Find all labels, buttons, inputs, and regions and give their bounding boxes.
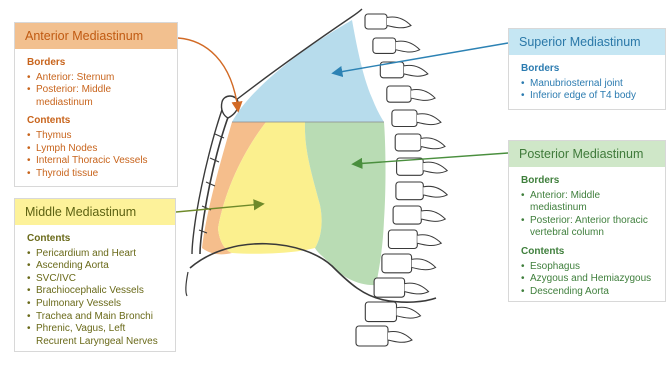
- spinous-process: [404, 65, 428, 76]
- list-item: Pulmonary Vessels: [27, 298, 165, 311]
- list-item: Phrenic, Vagus, Left Recurent Laryngeal …: [27, 323, 165, 348]
- anterior-borders-heading: Borders: [27, 57, 167, 70]
- list-item: Anterior: Sternum: [27, 72, 167, 85]
- posterior-borders-list: Anterior: Middle mediastinum Posterior: …: [521, 190, 655, 240]
- spinous-process: [405, 283, 429, 294]
- vertebra: [387, 86, 411, 102]
- superior-mediastinum-region: [232, 20, 384, 122]
- anterior-mediastinum-title: Anterior Mediastinum: [15, 23, 177, 49]
- spinous-process: [423, 186, 447, 197]
- vertebra: [393, 206, 421, 224]
- middle-mediastinum-title: Middle Mediastinum: [15, 199, 175, 225]
- anterior-mediastinum-card: Anterior Mediastinum Borders Anterior: S…: [14, 22, 178, 187]
- vertebra: [356, 326, 388, 346]
- spinous-process: [423, 162, 447, 173]
- posterior-contents-heading: Contents: [521, 246, 655, 259]
- list-item: Ascending Aorta: [27, 260, 165, 273]
- posterior-mediastinum-title: Posterior Mediastinum: [509, 141, 665, 167]
- list-item: Pericardium and Heart: [27, 248, 165, 261]
- spinous-process: [417, 114, 441, 125]
- list-item: Thyroid tissue: [27, 168, 167, 181]
- list-item: Thymus: [27, 130, 167, 143]
- vertebra: [365, 302, 396, 322]
- list-item: SVC/IVC: [27, 273, 165, 286]
- list-item: Azygous and Hemiazygous: [521, 273, 655, 286]
- superior-mediastinum-card: Superior Mediastinum Borders Manubrioste…: [508, 28, 666, 110]
- list-item: Trachea and Main Bronchi: [27, 311, 165, 324]
- anterior-contents-heading: Contents: [27, 115, 167, 128]
- list-item: Inferior edge of T4 body: [521, 90, 655, 103]
- spinous-process: [421, 211, 445, 222]
- vertebra: [382, 254, 412, 273]
- vertebra: [373, 38, 396, 53]
- posterior-borders-heading: Borders: [521, 175, 655, 188]
- vertebra: [374, 278, 405, 297]
- posterior-contents-list: Esophagus Azygous and Hemiazygous Descen…: [521, 261, 655, 299]
- spinous-process: [397, 307, 421, 318]
- superior-borders-heading: Borders: [521, 63, 655, 76]
- list-item: Brachiocephalic Vessels: [27, 285, 165, 298]
- superior-borders-list: Manubriosternal joint Inferior edge of T…: [521, 78, 655, 103]
- middle-contents-heading: Contents: [27, 233, 165, 246]
- list-item: Posterior: Middle mediastinum: [27, 84, 167, 109]
- spinous-process: [387, 17, 411, 28]
- list-item: Descending Aorta: [521, 286, 655, 299]
- list-item: Lymph Nodes: [27, 143, 167, 156]
- spinous-process: [417, 235, 441, 246]
- middle-mediastinum-card: Middle Mediastinum Contents Pericardium …: [14, 198, 176, 352]
- list-item: Internal Thoracic Vessels: [27, 155, 167, 168]
- spinous-process: [412, 259, 436, 270]
- vertebra: [395, 134, 421, 151]
- spinous-process: [388, 331, 412, 342]
- vertebra: [396, 182, 423, 200]
- list-item: Posterior: Anterior thoracic vertebral c…: [521, 215, 655, 240]
- spinous-process: [396, 41, 420, 52]
- spinous-process: [421, 138, 445, 149]
- list-item: Esophagus: [521, 261, 655, 274]
- superior-mediastinum-title: Superior Mediastinum: [509, 29, 665, 55]
- anterior-borders-list: Anterior: Sternum Posterior: Middle medi…: [27, 72, 167, 110]
- vertebra: [392, 110, 417, 127]
- spinous-process: [411, 90, 435, 101]
- middle-contents-list: Pericardium and Heart Ascending Aorta SV…: [27, 248, 165, 349]
- anterior-contents-list: Thymus Lymph Nodes Internal Thoracic Ves…: [27, 130, 167, 180]
- list-item: Manubriosternal joint: [521, 78, 655, 91]
- vertebra: [388, 230, 417, 249]
- list-item: Anterior: Middle mediastinum: [521, 190, 655, 215]
- posterior-mediastinum-card: Posterior Mediastinum Borders Anterior: …: [508, 140, 666, 302]
- vertebra: [365, 14, 387, 29]
